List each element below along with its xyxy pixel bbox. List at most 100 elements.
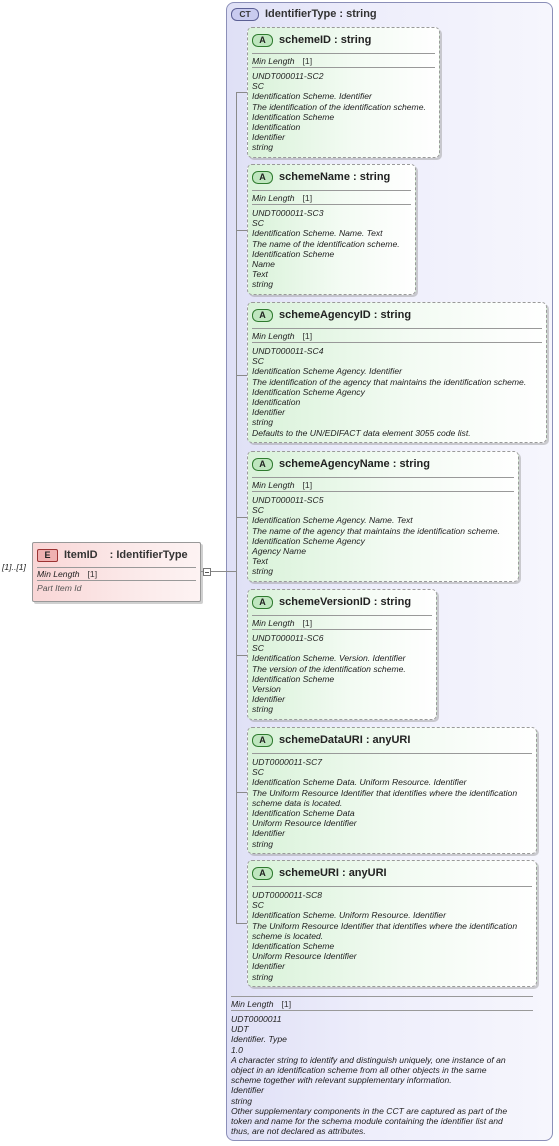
doc-line: SC [252,900,264,911]
attribute-doc: UNDT000011-SC5 SC Identification Scheme … [252,495,518,577]
divider [252,67,435,68]
connector-element-to-type [201,571,203,572]
divider [252,342,542,343]
doc-line: SC [252,767,264,778]
property-multiplicity: [1] [281,999,292,1009]
doc-line: Identification Scheme [252,248,335,259]
divider [252,477,514,478]
attribute-property: Min Length [1] [252,193,415,204]
attribute-badge: A [252,595,273,609]
attribute-property: Min Length [1] [252,331,546,342]
doc-line: scheme together with relevant supplement… [231,1075,452,1086]
doc-line: Uniform Resource Identifier [252,951,357,962]
property-label: Min Length [252,193,295,203]
attribute-scheme-uri[interactable]: A schemeURI : anyURI UDT0000011-SC8 SC I… [247,860,537,987]
attribute-header: A schemeVersionID : string [252,594,436,610]
connector-branch [236,923,247,924]
complex-type-header: CT IdentifierType : string [231,7,377,21]
doc-line: Identification Scheme Data. Uniform Reso… [252,777,467,788]
doc-line: thus, are not declared as attributes. [231,1126,366,1137]
doc-line: string [252,279,274,290]
attribute-header: A schemeName : string [252,169,415,185]
attribute-badge: A [252,170,273,184]
attribute-doc: UNDT000011-SC4 SC Identification Scheme … [252,346,546,438]
attribute-doc: UDT0000011-SC7 SC Identification Scheme … [252,757,536,849]
doc-line: Identifier [252,407,285,418]
complex-type-title: IdentifierType : string [265,8,377,20]
attribute-scheme-agency-id[interactable]: A schemeAgencyID : string Min Length[1] … [247,302,547,443]
doc-line: The Uniform Resource Identifier that ide… [252,787,518,798]
element-header: E ItemID : IdentifierType [37,547,200,563]
doc-line: Identifier [252,828,285,839]
attribute-property: Min Length [1] [252,480,518,491]
doc-line: SC [252,81,264,92]
doc-line: UDT0000011-SC8 [252,890,323,900]
doc-line: Identification Scheme. Identifier [252,91,372,102]
doc-line: Identifier [252,694,285,705]
doc-line: object in an identification scheme from … [231,1065,487,1076]
doc-line: Identifier [231,1085,264,1096]
doc-line: string [252,704,274,715]
element-item-id[interactable]: E ItemID : IdentifierType Min Length[1] … [32,542,201,602]
doc-line: scheme is located. [252,930,324,941]
doc-line: Identification Scheme Agency. Identifier [252,366,402,377]
attribute-title: schemeName : string [279,171,391,183]
property-label: Min Length [252,480,295,490]
property-label: Min Length [252,331,295,341]
property-multiplicity: [1] [302,56,313,66]
doc-line: string [252,142,274,153]
doc-line: Version [252,684,281,695]
doc-line: UNDT000011-SC2 [252,71,324,81]
doc-line: The identification of the identification… [252,101,426,112]
complex-type-footer: Min Length[1] UDT0000011 UDT Identifier.… [231,996,537,1136]
divider [252,615,432,616]
doc-line: SC [252,356,264,367]
doc-line: UNDT000011-SC3 [252,208,324,218]
doc-line: string [231,1095,253,1106]
divider [37,567,196,568]
attribute-scheme-id[interactable]: A schemeID : string Min Length[1] UNDT00… [247,27,440,158]
property-label: Min Length [252,618,295,628]
property-multiplicity: [1] [302,331,313,341]
element-cardinality: [1]..[1] [2,562,26,572]
attribute-doc: UDT0000011-SC8 SC Identification Scheme.… [252,890,536,982]
doc-line: The name of the identification scheme. [252,238,400,249]
divider [252,190,411,191]
attribute-doc: UNDT000011-SC2 SC Identification Scheme.… [252,71,439,153]
attribute-scheme-version-id[interactable]: A schemeVersionID : string Min Length[1]… [247,589,437,720]
property-multiplicity: [1] [302,480,313,490]
divider [231,996,533,997]
doc-line: UDT0000011-SC7 [252,757,323,767]
doc-line: SC [252,505,264,516]
doc-line: UNDT000011-SC6 [252,633,324,643]
element-doc: Part Item Id [37,583,82,593]
divider [231,1010,533,1011]
attribute-scheme-name[interactable]: A schemeName : string Min Length [1] UNDT… [247,164,416,295]
divider [252,753,532,754]
expand-collapse-icon[interactable] [203,568,211,576]
doc-line: Other supplementary components in the CC… [231,1105,508,1116]
doc-line: Identification [252,397,301,408]
complex-type-badge: CT [231,7,259,21]
doc-line: Agency Name [252,546,306,557]
doc-line: Identification Scheme [252,673,335,684]
divider [252,491,514,492]
doc-line: Identification Scheme. Name. Text [252,228,383,239]
doc-line: The name of the agency that maintains th… [252,525,500,536]
attribute-header: A schemeAgencyID : string [252,307,546,323]
attribute-badge: A [252,733,273,747]
doc-line: string [252,417,274,428]
attribute-scheme-agency-name[interactable]: A schemeAgencyName : string Min Length[1… [247,451,519,582]
attribute-title: schemeID : string [279,34,372,46]
property-multiplicity: [1] [87,569,98,579]
doc-line: SC [252,643,264,654]
attribute-badge: A [252,308,273,322]
attribute-scheme-data-uri[interactable]: A schemeDataURI : anyURI UDT0000011-SC7 … [247,727,537,854]
divider [37,580,196,581]
property-multiplicity: [1] [302,193,313,203]
divider [252,204,411,205]
connector-type-stub [211,571,236,572]
doc-line: SC [252,218,264,229]
doc-line: string [252,838,274,849]
doc-line: A character string to identify and disti… [231,1054,506,1065]
